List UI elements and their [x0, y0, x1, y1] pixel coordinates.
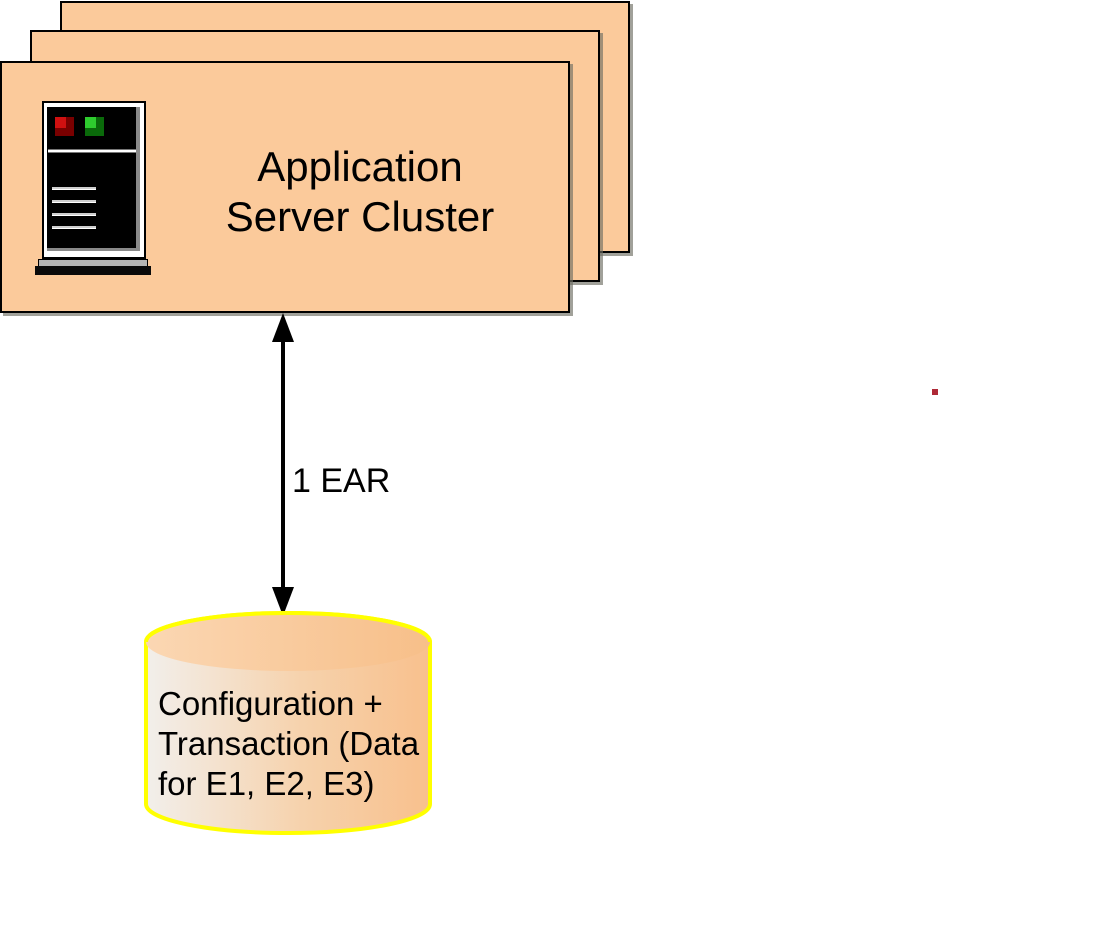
database-label-line-2: Transaction (Data	[158, 725, 420, 762]
server-divider	[48, 149, 136, 153]
server-vent-slot	[52, 187, 96, 190]
cluster-label: Application Server Cluster	[150, 142, 570, 242]
stray-red-dot	[932, 389, 938, 395]
cluster-label-line-2: Server Cluster	[225, 193, 495, 240]
arrow-head-up-icon	[272, 313, 294, 342]
database-label-line-3: for E1, E2, E3)	[158, 765, 375, 802]
cylinder-lid	[146, 613, 430, 671]
server-vent-slot	[52, 200, 96, 203]
server-led-green-icon	[85, 117, 104, 136]
arrow-head-down-icon	[272, 587, 294, 616]
cylinder-lid-rim	[144, 611, 432, 643]
server-vent-slot	[52, 213, 96, 216]
server-led-red-icon	[55, 117, 74, 136]
ear-label: 1 EAR	[292, 462, 391, 500]
server-vent-slot	[52, 226, 96, 229]
database-label-line-1: Configuration +	[158, 685, 383, 722]
cluster-label-line-1: Application	[257, 143, 463, 190]
database-label: Configuration + Transaction (Data for E1…	[158, 684, 443, 804]
server-pedestal	[35, 266, 151, 275]
